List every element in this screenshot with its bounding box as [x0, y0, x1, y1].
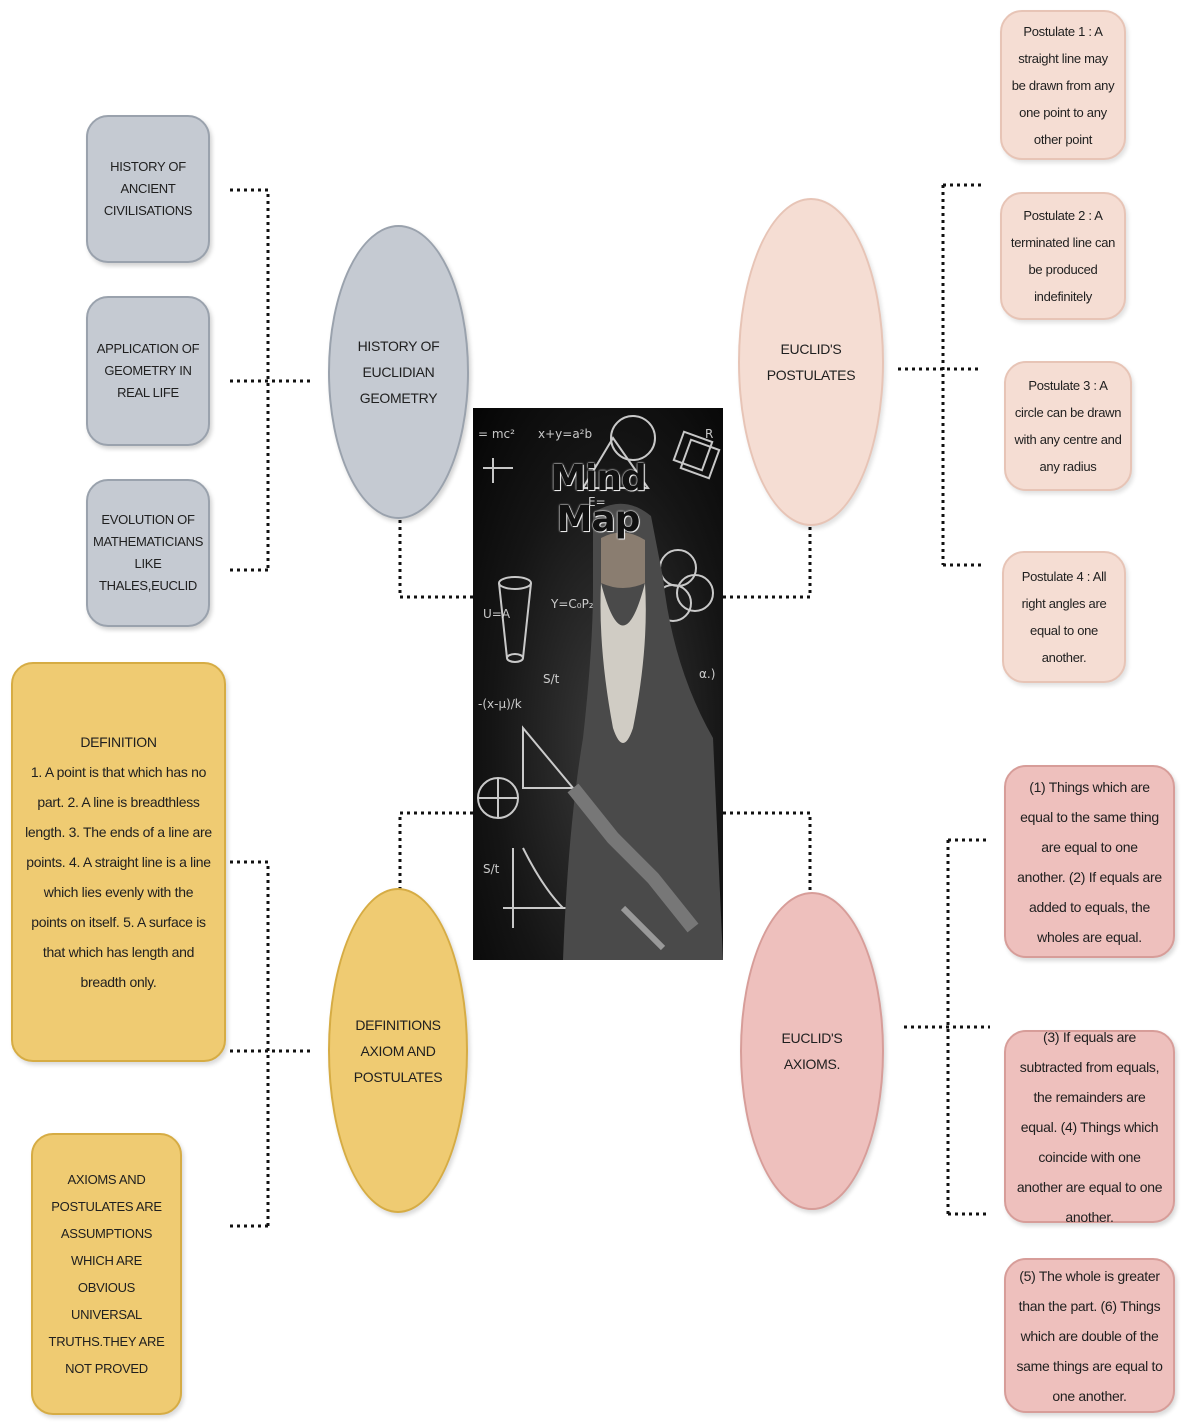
connector-axioms-items: [904, 838, 990, 1216]
euclids-axioms-node: EUCLID'S AXIOMS.: [740, 892, 884, 1210]
connector-center-postulates: [723, 470, 812, 599]
svg-text:Y=C₀P₂²S: Y=C₀P₂²S: [550, 597, 606, 611]
history-item-geometry-real-life: APPLICATION OF GEOMETRY IN REAL LIFE: [86, 296, 210, 446]
postulate-3-box: Postulate 3 : A circle can be drawn with…: [1004, 361, 1132, 491]
connector-definitions-items: [230, 860, 312, 1228]
history-item-evolution-mathematicians: EVOLUTION OF MATHEMATICIANS LIKE THALES,…: [86, 479, 210, 627]
connector-center-history: [398, 470, 473, 599]
postulate-1-box: Postulate 1 : A straight line may be dra…: [1000, 10, 1126, 160]
definitions-axiom-postulates-node: DEFINITIONS AXIOM AND POSTULATES: [328, 888, 468, 1213]
svg-text:= mc²: = mc²: [478, 427, 515, 441]
mind-map-title: Mind Map: [550, 458, 647, 540]
axiom-5-6-box: (5) The whole is greater than the part. …: [1004, 1258, 1175, 1413]
axioms-assumptions-box: AXIOMS AND POSTULATES ARE ASSUMPTIONS WH…: [31, 1133, 182, 1415]
postulate-2-box: Postulate 2 : A terminated line can be p…: [1000, 192, 1126, 320]
connector-postulates-items: [898, 183, 982, 567]
center-image: = mc² x+y=a²b R U=A Y=C₀P₂²S S/t -(x-μ)/…: [473, 408, 723, 960]
euclids-postulates-node: EUCLID'S POSTULATES: [738, 198, 884, 526]
definition-box: DEFINITION 1. A point is that which has …: [11, 662, 226, 1062]
svg-text:-(x-μ)/k: -(x-μ)/k: [478, 697, 522, 711]
svg-text:x+y=a²b: x+y=a²b: [538, 427, 592, 441]
svg-text:U=A: U=A: [483, 607, 511, 621]
svg-text:S/t: S/t: [483, 862, 500, 876]
axiom-3-4-box: (3) If equals are subtracted from equals…: [1004, 1029, 1175, 1225]
history-of-euclidian-geometry-node: HISTORY OF EUCLIDIAN GEOMETRY: [328, 225, 469, 519]
axiom-1-2-box: (1) Things which are equal to the same t…: [1004, 765, 1175, 958]
connector-history-items: [230, 188, 312, 572]
postulate-4-box: Postulate 4 : All right angles are equal…: [1002, 551, 1126, 683]
svg-text:E=: E=: [588, 495, 606, 509]
svg-text:R: R: [705, 427, 713, 441]
svg-text:S/t: S/t: [543, 672, 560, 686]
chalkboard-illustration: = mc² x+y=a²b R U=A Y=C₀P₂²S S/t -(x-μ)/…: [477, 415, 723, 960]
svg-text:α.): α.): [699, 667, 715, 681]
history-item-ancient-civilisations: HISTORY OF ANCIENT CIVILISATIONS: [86, 115, 210, 263]
